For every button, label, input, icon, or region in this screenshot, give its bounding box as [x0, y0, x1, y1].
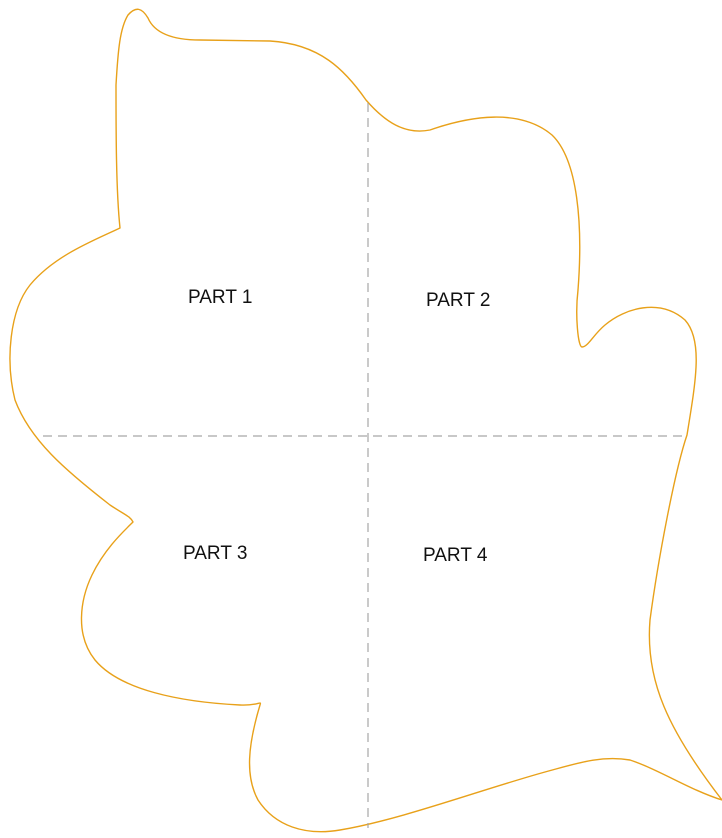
- part-4-label: PART 4: [423, 545, 488, 566]
- part-2-label: PART 2: [426, 290, 490, 311]
- part-3-label: PART 3: [183, 543, 247, 564]
- part-1-label: PART 1: [188, 287, 252, 308]
- leaf-outline: [9, 8, 722, 833]
